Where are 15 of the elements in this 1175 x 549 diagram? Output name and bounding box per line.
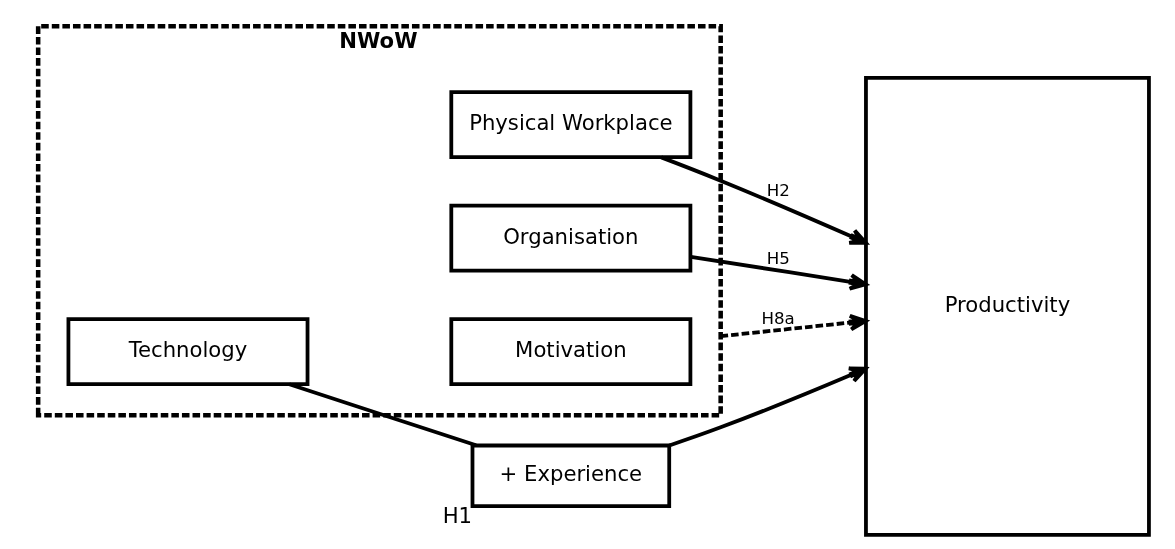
connector	[288, 382, 477, 448]
node-box: + Experience	[470, 443, 672, 508]
edge-label: H2	[766, 180, 790, 200]
arrow	[720, 313, 868, 339]
node-box: Organisation	[449, 203, 693, 273]
node-box: Motivation	[449, 317, 693, 387]
arrow	[690, 254, 868, 291]
arrow	[660, 155, 868, 245]
node-box: Productivity	[864, 75, 1151, 537]
node-label: H1	[442, 502, 473, 528]
node-box: Physical Workplace	[449, 90, 693, 160]
edge-label: H5	[766, 248, 790, 268]
edge-label: H8a	[761, 309, 795, 329]
node-box: Technology	[66, 317, 310, 387]
arrow	[668, 366, 868, 448]
